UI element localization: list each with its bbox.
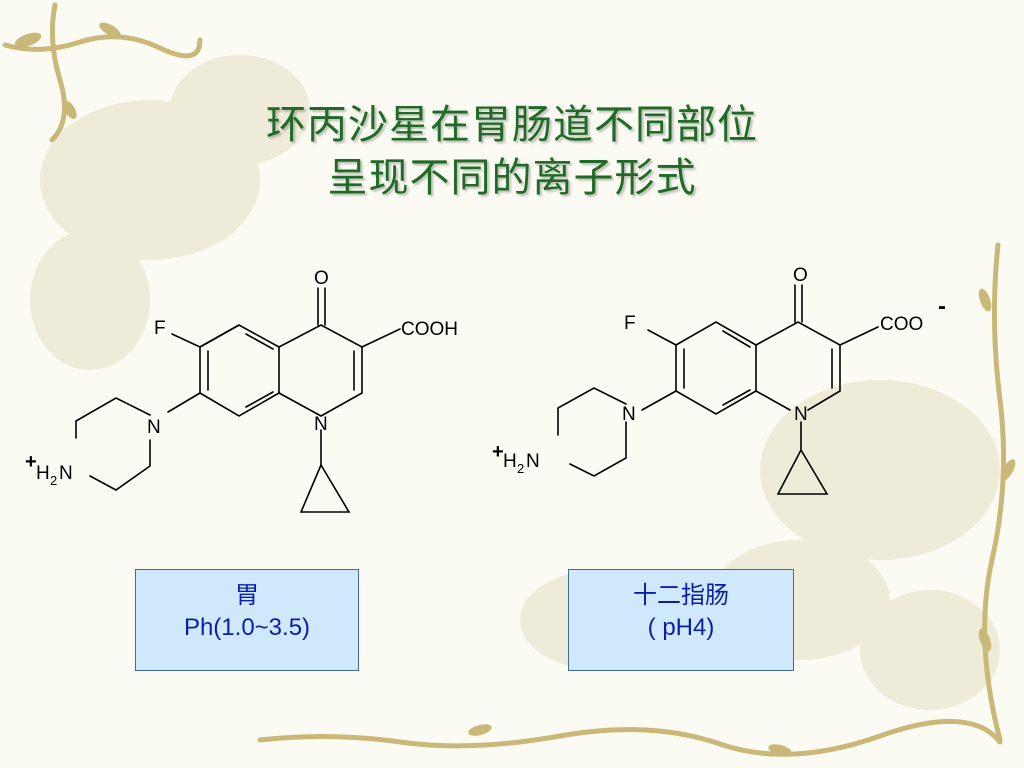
atom-h: H [36, 463, 50, 484]
charge-plus: + [25, 451, 37, 473]
label-box-duodenum: 十二指肠 ( pH4) [568, 569, 794, 671]
atom-n-piperazine: N [622, 404, 636, 425]
atom-o: O [314, 268, 329, 289]
subscript-2: 2 [50, 473, 57, 488]
atom-f: F [624, 313, 636, 334]
atom-n-amine: N [526, 451, 540, 472]
box-label-title: 十二指肠 [633, 582, 729, 609]
slide-title-line-2: 呈现不同的离子形式 [327, 155, 697, 201]
atom-o: O [793, 265, 808, 286]
molecule-structure-left: O F COOH N N + H 2 N [25, 268, 458, 513]
atom-n-ring: N [314, 414, 328, 435]
bond-lines [75, 287, 401, 513]
bond-lines [557, 284, 879, 495]
atom-cooh: COOH [401, 319, 458, 340]
atom-h: H [503, 451, 517, 472]
atom-n-ring: N [794, 404, 808, 425]
slide-title-line-1: 环丙沙星在胃肠道不同部位 [266, 102, 758, 148]
molecule-structure-right: O F COO - N N + H 2 N [492, 265, 946, 495]
atom-n-amine: N [59, 463, 73, 484]
box-label-ph: Ph(1.0~3.5) [183, 614, 311, 641]
charge-plus: + [492, 441, 504, 463]
charge-minus: - [938, 293, 946, 320]
box-label-title: 胃 [235, 582, 259, 609]
leaf-decoration [14, 22, 1016, 756]
atom-f: F [154, 318, 166, 339]
box-label-ph: ( pH4) [647, 614, 715, 641]
atom-n-piperazine: N [147, 417, 161, 438]
subscript-2: 2 [517, 461, 524, 476]
label-box-stomach: 胃 Ph(1.0~3.5) [135, 569, 359, 671]
atom-coo: COO [880, 314, 923, 335]
